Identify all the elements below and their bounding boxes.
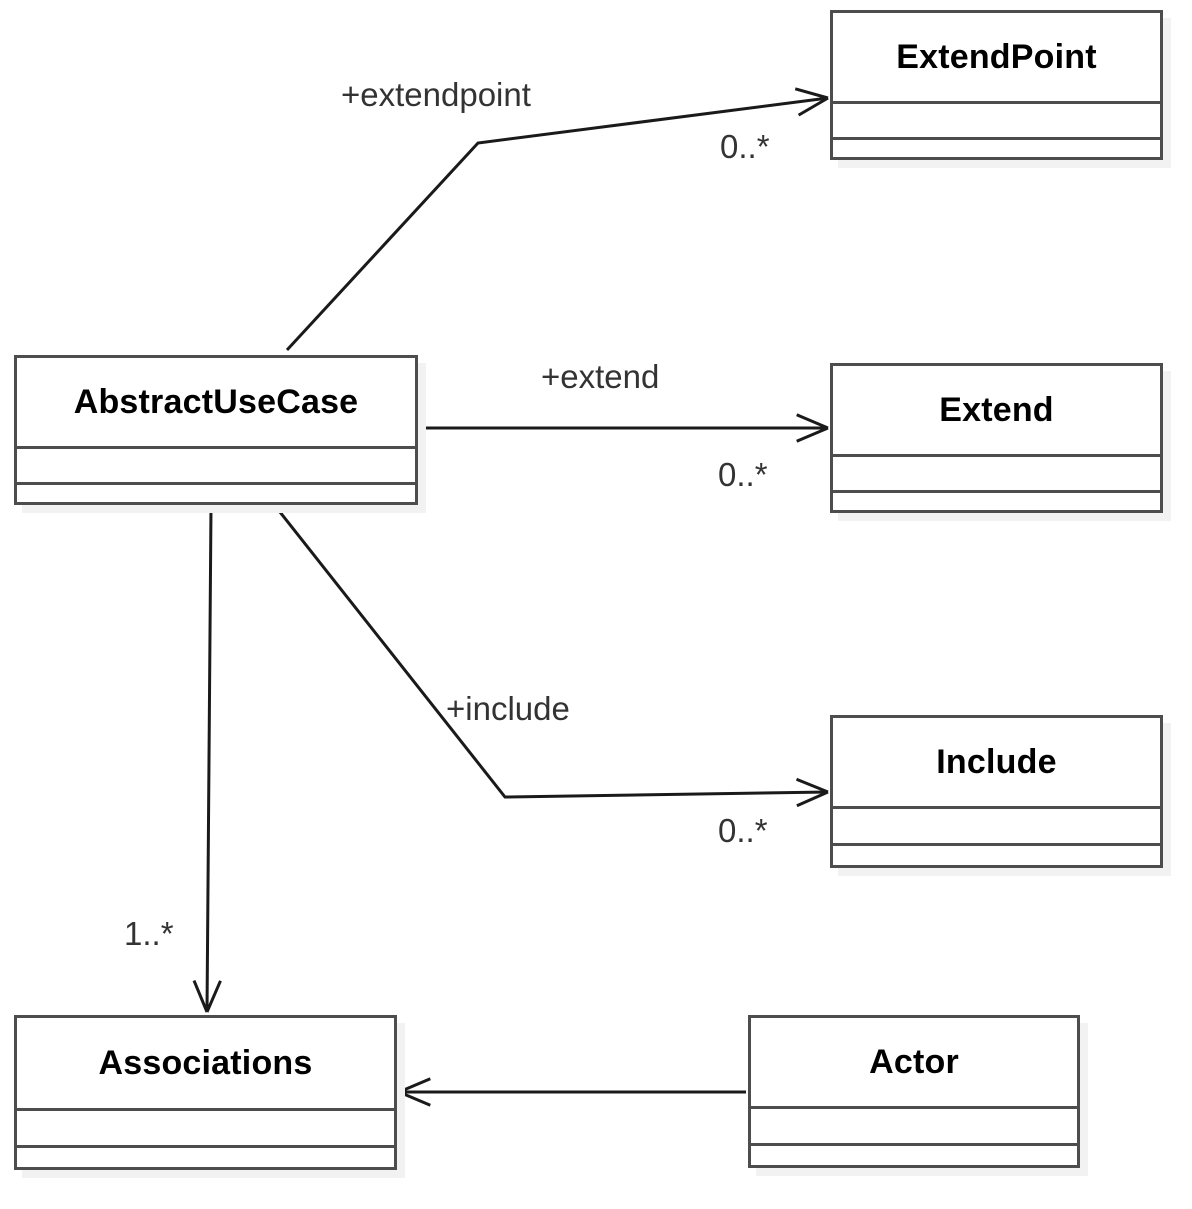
arrowhead-stroke-uc-include-0 [796, 790, 829, 808]
arrowhead-stroke-uc-extendpoint-1 [794, 87, 829, 100]
class-box-actor[interactable]: Actor [748, 1015, 1080, 1168]
multiplicity-label-uc-extendpoint: 0..* [720, 128, 770, 165]
class-operations-include [833, 843, 1160, 865]
class-box-extend[interactable]: Extend [830, 363, 1163, 513]
class-operations-associations [17, 1145, 394, 1167]
class-attributes-extend [833, 454, 1160, 490]
association-uc-associations[interactable] [192, 506, 222, 1013]
class-attributes-actor [751, 1106, 1077, 1143]
arrowhead-stroke-uc-include-1 [795, 777, 829, 794]
role-label-uc-extendpoint: +extendpoint [341, 76, 531, 113]
class-name-associations: Associations [17, 1018, 394, 1108]
association-line-uc-include [274, 506, 829, 799]
multiplicity-label-uc-include: 0..* [718, 812, 768, 849]
arrowhead-stroke-uc-extend-1 [796, 413, 829, 430]
class-operations-extendpoint [833, 137, 1160, 157]
class-name-extend: Extend [833, 366, 1160, 454]
arrowhead-stroke-uc-extend-0 [796, 426, 829, 443]
arrowhead-stroke-uc-extendpoint-0 [797, 96, 829, 117]
arrowhead-stroke-uc-associations-0 [192, 980, 209, 1013]
role-label-uc-extend: +extend [541, 358, 660, 395]
class-name-actor: Actor [751, 1018, 1077, 1106]
association-uc-extend[interactable] [419, 413, 829, 443]
class-box-include[interactable]: Include [830, 715, 1163, 868]
multiplicity-label-uc-associations: 1..* [124, 915, 174, 952]
class-attributes-associations [17, 1108, 394, 1145]
class-operations-actor [751, 1143, 1077, 1165]
class-box-extendpoint[interactable]: ExtendPoint [830, 10, 1163, 160]
class-attributes-abstractusecase [17, 446, 415, 482]
class-attributes-include [833, 806, 1160, 843]
class-operations-abstractusecase [17, 482, 415, 502]
role-label-uc-include: +include [446, 690, 570, 727]
class-name-extendpoint: ExtendPoint [833, 13, 1160, 101]
association-uc-include[interactable] [274, 506, 829, 808]
arrowhead-stroke-actor-associations-1 [398, 1090, 431, 1107]
class-operations-extend [833, 490, 1160, 510]
association-actor-associations[interactable] [398, 1077, 746, 1107]
arrowhead-stroke-uc-associations-1 [205, 980, 222, 1013]
association-line-uc-associations [205, 506, 213, 1013]
class-box-associations[interactable]: Associations [14, 1015, 397, 1170]
multiplicity-label-uc-extend: 0..* [718, 456, 768, 493]
arrowhead-stroke-actor-associations-0 [398, 1077, 431, 1094]
class-box-abstractusecase[interactable]: AbstractUseCase [14, 355, 418, 505]
class-name-abstractusecase: AbstractUseCase [17, 358, 415, 446]
class-attributes-extendpoint [833, 101, 1160, 137]
class-name-include: Include [833, 718, 1160, 806]
